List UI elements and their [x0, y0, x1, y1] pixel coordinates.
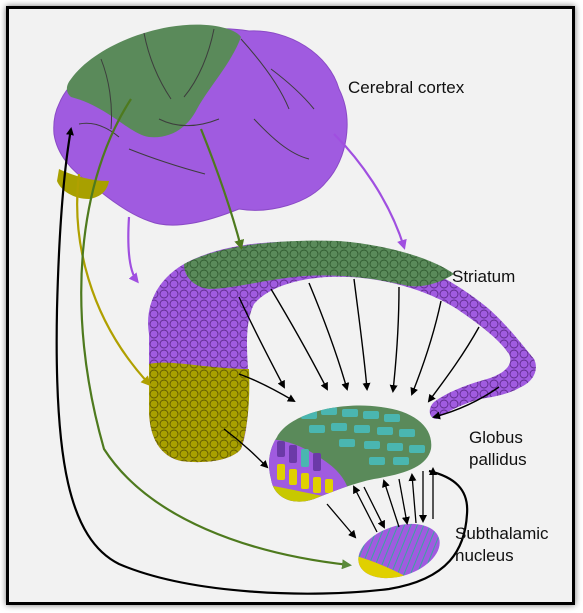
basal-ganglia-diagram: [9, 9, 575, 605]
globus-pallidus-label: Globus pallidus: [469, 427, 527, 471]
subthalamic-nucleus-label-line2: nucleus: [455, 545, 549, 567]
subthalamic-nucleus-shape: [349, 509, 449, 588]
cerebral-cortex-shape: [54, 25, 347, 225]
globus-pallidus-label-line1: Globus: [469, 427, 527, 449]
diagram-frame: Cerebral cortex Striatum Globus pallidus…: [6, 6, 575, 605]
striatum-label: Striatum: [452, 266, 515, 288]
globus-pallidus-label-line2: pallidus: [469, 449, 527, 471]
cerebral-cortex-label: Cerebral cortex: [348, 77, 464, 99]
subthalamic-nucleus-label-line1: Subthalamic: [455, 523, 549, 545]
globus-pallidus-shape: [259, 406, 431, 519]
subthalamic-nucleus-label: Subthalamic nucleus: [455, 523, 549, 567]
